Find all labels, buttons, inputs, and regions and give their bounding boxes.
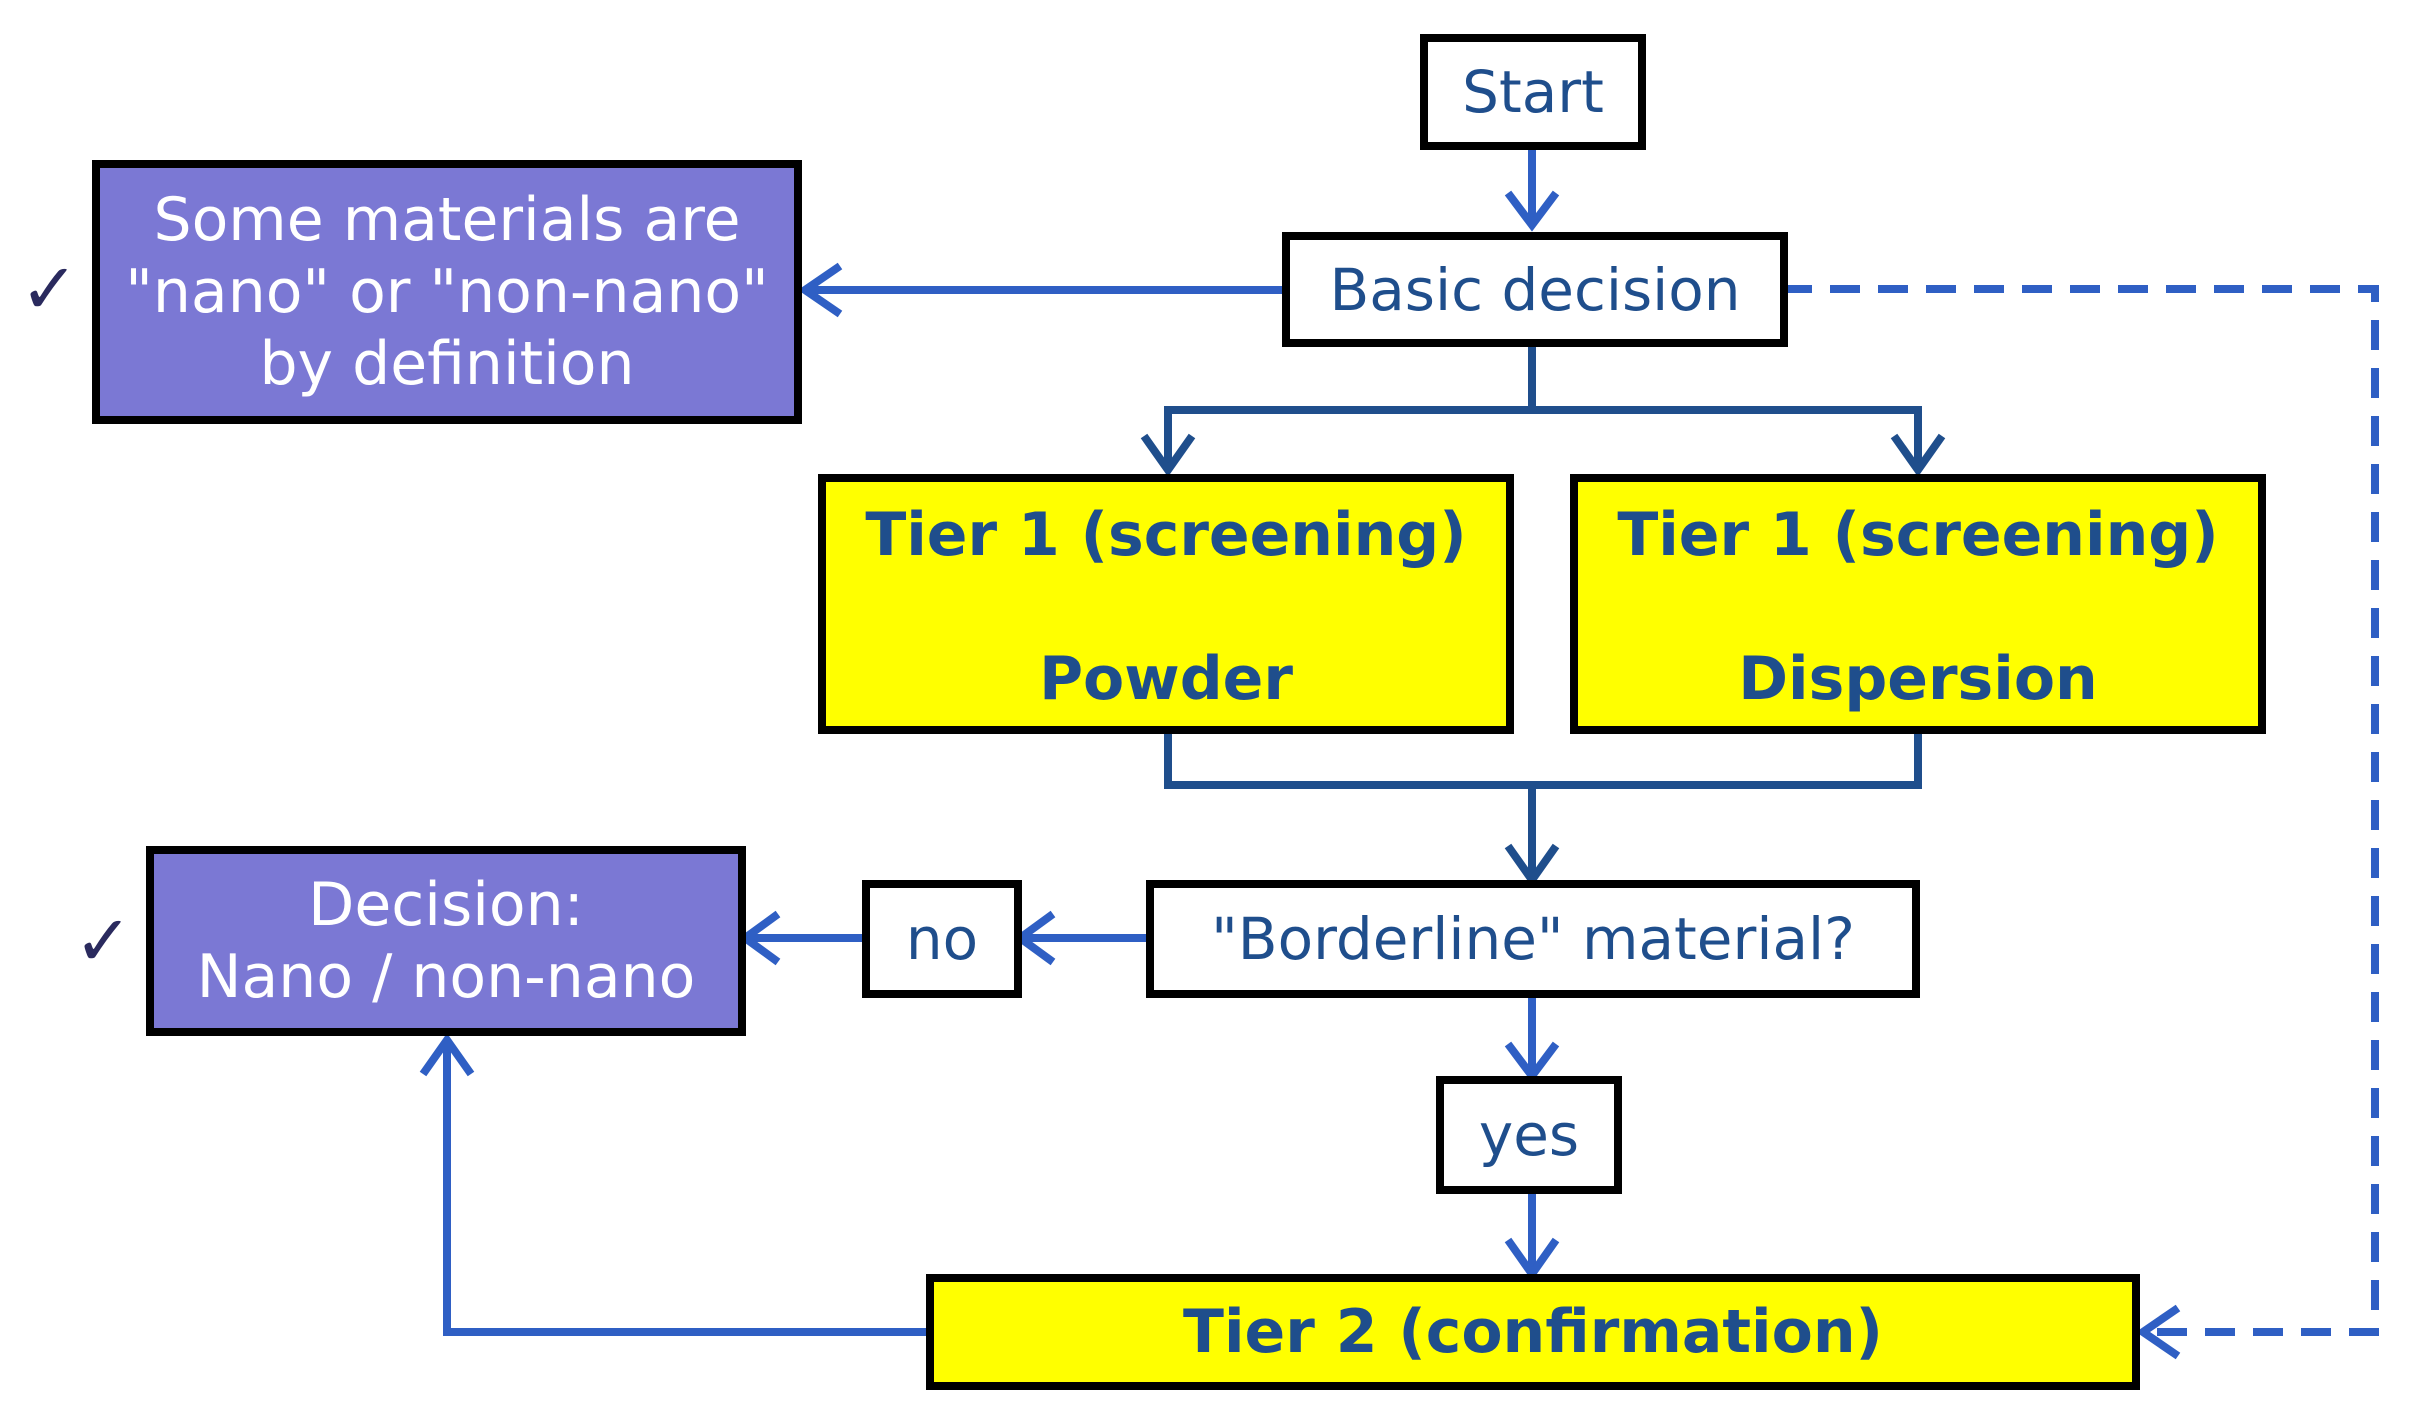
- node-basic-decision-label: Basic decision: [1329, 255, 1741, 324]
- some-materials-line2: "nano" or "non-nano": [125, 257, 769, 327]
- decision-line1: Decision:: [308, 870, 584, 940]
- arrowhead-decision-up: [419, 1033, 475, 1077]
- node-decision: Decision: Nano / non-nano: [146, 846, 746, 1036]
- tier1-dispersion-line2: Dispersion: [1738, 644, 2098, 714]
- node-tier1-dispersion: Tier 1 (screening) Dispersion: [1570, 474, 2266, 734]
- node-basic-decision: Basic decision: [1282, 232, 1788, 347]
- checkmark-some-materials: ✓: [20, 248, 79, 330]
- edge-tier1-merge: [1164, 733, 1922, 789]
- some-materials-line1: Some materials are: [153, 185, 741, 255]
- arrowhead-tier1-dispersion: [1890, 433, 1946, 477]
- node-tier1-powder: Tier 1 (screening) Powder: [818, 474, 1514, 734]
- arrowhead-tier2-right: [2135, 1304, 2181, 1360]
- arrowhead-basic: [1504, 190, 1560, 232]
- node-yes-label: yes: [1478, 1101, 1580, 1169]
- node-borderline: "Borderline" material?: [1146, 880, 1920, 998]
- arrowhead-somematerials: [797, 262, 843, 318]
- checkmark-decision: ✓: [74, 900, 133, 982]
- node-no: no: [862, 880, 1022, 998]
- edge-tier2-decision: [443, 1040, 930, 1336]
- edge-basic-tier1: [1164, 345, 1536, 470]
- node-some-materials: Some materials are "nano" or "non-nano" …: [92, 160, 802, 424]
- node-yes: yes: [1436, 1076, 1622, 1194]
- node-start: Start: [1420, 34, 1646, 150]
- arrowhead-tier1-powder: [1140, 433, 1196, 477]
- node-start-label: Start: [1462, 58, 1604, 126]
- node-borderline-label: "Borderline" material?: [1211, 905, 1855, 973]
- tier1-powder-line2: Powder: [1039, 644, 1293, 714]
- some-materials-line3: by definition: [259, 329, 635, 399]
- tier1-dispersion-line1: Tier 1 (screening): [1617, 500, 2219, 570]
- node-tier2: Tier 2 (confirmation): [926, 1274, 2140, 1390]
- edge-basic-tier1-right: [1532, 406, 1922, 470]
- node-tier2-label: Tier 2 (confirmation): [1183, 1297, 1883, 1367]
- decision-line2: Nano / non-nano: [196, 942, 696, 1012]
- tier1-powder-line1: Tier 1 (screening): [865, 500, 1467, 570]
- node-no-label: no: [905, 905, 979, 973]
- edge-basic-tier2-dashed: [1782, 285, 2379, 1336]
